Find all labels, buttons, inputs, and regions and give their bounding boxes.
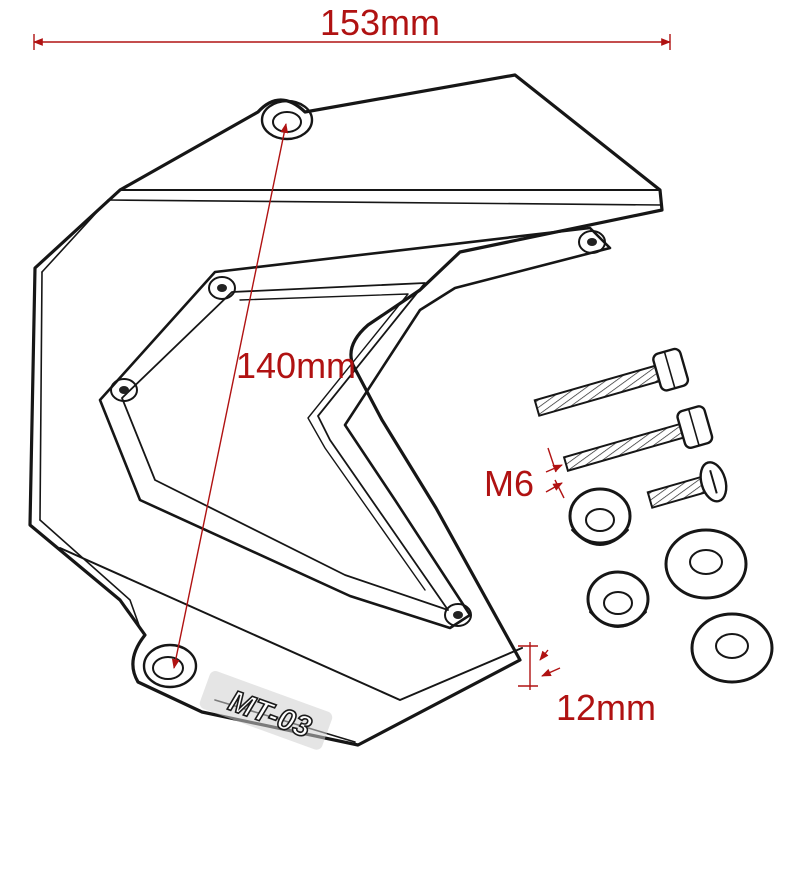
- thread-leader-bottom: [554, 479, 565, 499]
- washer-top: [664, 528, 748, 600]
- cover-screw-1: [578, 230, 606, 254]
- thread-arrow-top: [545, 464, 563, 473]
- dimension-thickness: 12mm: [518, 642, 656, 728]
- bottom-bevel-line: [59, 547, 523, 701]
- top-mount-hole: [260, 99, 314, 141]
- cover-screw-4: [444, 603, 472, 627]
- height-dimension-line: [171, 123, 289, 669]
- dimension-height: 140mm: [171, 123, 356, 669]
- lower-left-edge-line: [39, 519, 141, 629]
- spacer-top: [568, 487, 632, 546]
- hex-bolt-long-top: [533, 347, 690, 417]
- left-edge-line: [39, 271, 43, 521]
- button-head-screw: [646, 461, 728, 509]
- height-label: 140mm: [236, 345, 356, 386]
- thread-arrow-bottom: [545, 482, 563, 493]
- mt03-logo: MT-03: [199, 671, 333, 750]
- thickness-arrow-top: [539, 649, 549, 661]
- hardware-set: [533, 347, 774, 684]
- thickness-arrow-bottom: [541, 667, 561, 677]
- cover-screw-2: [208, 276, 236, 300]
- bottom-mount-hole: [142, 643, 198, 689]
- left-bevel-line: [41, 199, 109, 273]
- inner-cutout-inner: [121, 282, 449, 611]
- hex-bolt-long-middle: [562, 405, 714, 472]
- spacer-bottom: [586, 570, 650, 628]
- thread-label: M6: [484, 463, 534, 504]
- top-rim-inner-line: [107, 199, 663, 206]
- washer-bottom: [690, 612, 774, 684]
- dimension-thread: M6: [484, 447, 565, 504]
- dimension-width: 153mm: [33, 2, 671, 50]
- sprocket-cover: MT-03: [28, 73, 664, 750]
- cover-screw-3: [110, 378, 138, 402]
- thickness-label: 12mm: [556, 687, 656, 728]
- cover-outline: [28, 73, 664, 747]
- inner-cutout-shadow: [239, 293, 426, 591]
- inner-cutout-outer: [98, 226, 612, 630]
- width-label: 153mm: [320, 2, 440, 43]
